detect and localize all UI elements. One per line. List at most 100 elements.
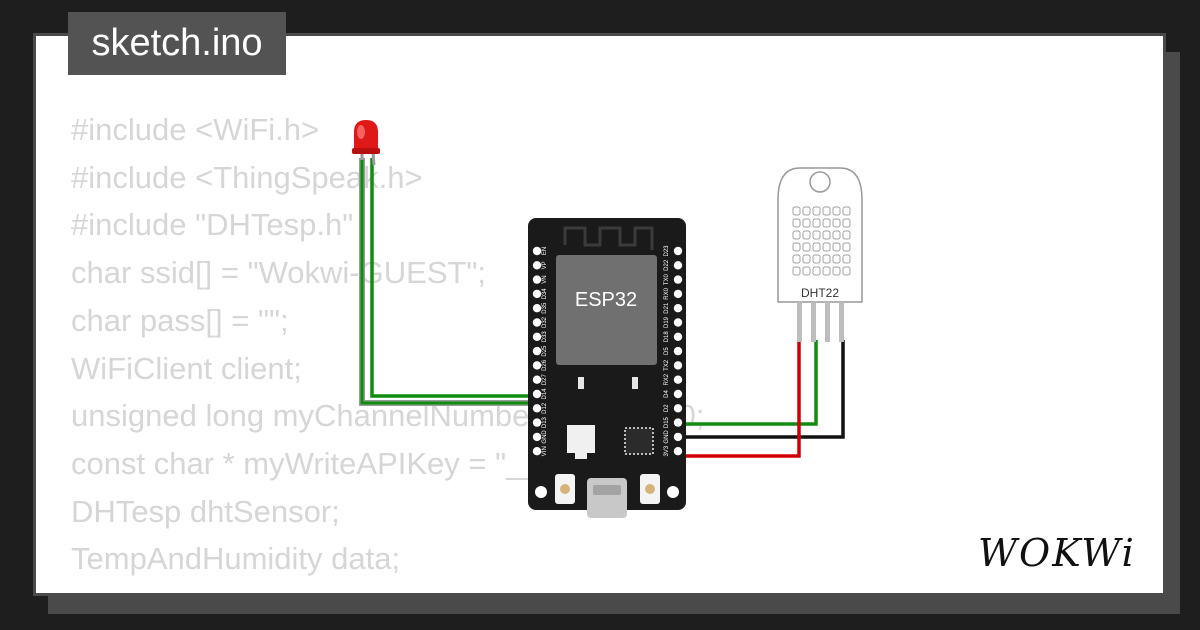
pin-label: D2	[664, 404, 670, 412]
pin-label: RX2	[664, 373, 670, 385]
pin-label: D19	[664, 316, 670, 328]
pin-label: D27	[542, 374, 548, 386]
pin-tx2[interactable]	[673, 361, 683, 370]
red-led[interactable]	[352, 120, 380, 166]
pin-label: D12	[542, 402, 548, 414]
pin-label: 3V3	[664, 445, 670, 456]
pin-gnd[interactable]	[673, 432, 683, 442]
pin-d26[interactable]	[532, 361, 542, 370]
pin-vp[interactable]	[532, 261, 542, 270]
grille-slot	[822, 230, 831, 240]
voltage-regulator	[567, 425, 595, 453]
pin-label: D22	[664, 259, 670, 271]
pin-d19[interactable]	[673, 318, 683, 327]
code-line: WiFiClient client;	[71, 350, 302, 386]
pin-label: D5	[664, 347, 670, 355]
pin-d5[interactable]	[673, 346, 683, 356]
pin-d2[interactable]	[673, 404, 683, 413]
grille-slot	[812, 230, 821, 240]
right-pin-header	[673, 246, 683, 456]
wires	[359, 158, 845, 458]
pin-d18[interactable]	[673, 332, 683, 341]
pin-label: D34	[542, 288, 548, 300]
dht-gnd-wire	[680, 340, 845, 439]
grille-slot	[832, 218, 841, 228]
boot-button[interactable]	[640, 474, 660, 504]
grille-slot	[792, 218, 801, 228]
pin-label: RX0	[664, 287, 670, 299]
grille-slot	[812, 266, 821, 276]
pin-d23[interactable]	[673, 246, 683, 256]
pin-label: D13	[542, 416, 548, 428]
pin-d15[interactable]	[673, 418, 683, 427]
esp32-board[interactable]: ESP32 ENVPVND34D35D32D33D25D26D27D14D12D…	[528, 218, 686, 518]
grille-slot	[822, 206, 831, 216]
pin-label: D35	[542, 302, 548, 314]
pin-3v3[interactable]	[673, 447, 683, 456]
dht-data-wire	[680, 340, 818, 426]
code-line: #include <ThingSpeak.h>	[71, 159, 423, 195]
grille-slot	[792, 266, 801, 276]
pin-rx0[interactable]	[673, 289, 683, 299]
grille-slot	[822, 254, 831, 264]
usb-port[interactable]	[587, 478, 627, 518]
pin-d32[interactable]	[532, 318, 542, 327]
grille-slot	[842, 254, 851, 264]
grille-slot	[812, 242, 821, 252]
pin-d13[interactable]	[532, 418, 542, 427]
code-line: #include <WiFi.h>	[71, 112, 320, 147]
pin-tx0[interactable]	[673, 275, 683, 284]
right-pin-labels: D23D22TX0RX0D21D19D18D5TX2RX2D4D2D15GND3…	[664, 245, 670, 457]
pin-d12[interactable]	[532, 404, 542, 413]
left-pin-labels: ENVPVND34D35D32D33D25D26D27D14D12D13GNDV…	[542, 247, 548, 456]
board-label: ESP32	[575, 289, 637, 311]
pin-vin[interactable]	[532, 447, 542, 456]
pin-label: D23	[664, 245, 670, 257]
pin-d21[interactable]	[673, 304, 683, 313]
grille-slot	[842, 266, 851, 276]
grille-slot	[822, 218, 831, 228]
code-line: TempAndHumidity data;	[71, 541, 401, 577]
en-button[interactable]	[555, 474, 575, 504]
grille-slot	[842, 230, 851, 240]
sensor-grille	[792, 206, 851, 276]
grille-slot	[792, 206, 801, 216]
pin-d22[interactable]	[673, 261, 683, 270]
pin-d34[interactable]	[532, 289, 542, 299]
filename-label: sketch.ino	[91, 22, 263, 64]
pin-rx2[interactable]	[673, 375, 683, 384]
pin-d4[interactable]	[673, 389, 683, 399]
code-line: char pass[] = "";	[71, 302, 289, 338]
led-green-wire-2	[360, 158, 535, 405]
pin-vn[interactable]	[532, 275, 542, 284]
sensor-label: DHT22	[801, 286, 839, 300]
pin-gnd[interactable]	[532, 432, 542, 442]
code-line: DHTesp dhtSensor;	[71, 493, 340, 529]
pin-d27[interactable]	[532, 375, 542, 384]
pin-label: D32	[542, 316, 548, 328]
grille-slot	[792, 230, 801, 240]
pin-label: VIN	[542, 446, 548, 456]
grille-slot	[792, 242, 801, 252]
pin-d35[interactable]	[532, 304, 542, 313]
led-cathode-wire	[359, 158, 535, 406]
led-green-wire	[370, 158, 535, 398]
pin-d25[interactable]	[532, 346, 542, 356]
logo-text: WOKWi	[978, 531, 1136, 575]
pin-label: VN	[542, 275, 548, 283]
code-listing: #include <WiFi.h> #include <ThingSpeak.h>…	[71, 106, 704, 593]
pin-label: D4	[664, 390, 670, 398]
grille-slot	[812, 206, 821, 216]
grille-slot	[842, 218, 851, 228]
pin-d14[interactable]	[532, 389, 542, 399]
pin-label: D25	[542, 345, 548, 357]
dht22-sensor[interactable]: DHT22	[777, 167, 863, 342]
pin-en[interactable]	[532, 246, 542, 256]
code-line: const int DHT_PIN = 15;	[71, 583, 704, 593]
pin-d33[interactable]	[532, 332, 542, 341]
grille-slot	[832, 206, 841, 216]
grille-slot	[822, 266, 831, 276]
code-line: #include "DHTesp.h"	[71, 207, 354, 243]
grille-slot	[822, 242, 831, 252]
